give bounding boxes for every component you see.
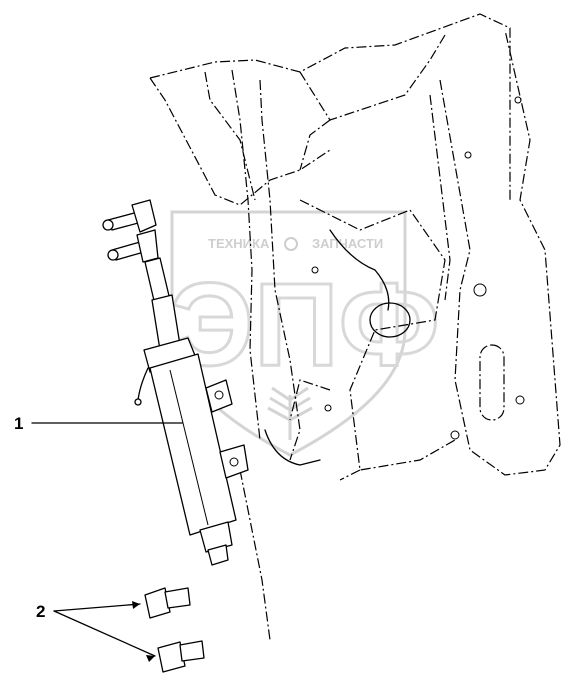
watermark-text-left: ТЕХНИКА [208,236,270,251]
callout-label-2: 2 [36,602,45,621]
leader-line-2a [53,603,141,612]
arrowhead-2a [132,601,140,609]
bolt-lower [157,640,205,673]
gear-icon [284,237,298,251]
watermark: ТЕХНИКА ЗАПЧАСТИ ЭПФ [169,210,441,457]
wheat-icon [267,386,313,440]
callout-label-1: 1 [14,414,23,433]
watermark-text-right: ЗАПЧАСТИ [312,236,383,251]
bolt-upper [144,587,191,619]
hydraulic-cylinder [102,199,249,566]
callout-2: 2 [36,601,156,662]
watermark-logo: ЭПФ [170,259,439,391]
frame-assembly [149,13,561,641]
callout-1: 1 [14,414,183,433]
arrowhead-2b [146,655,155,662]
leader-line-2b [53,610,156,657]
